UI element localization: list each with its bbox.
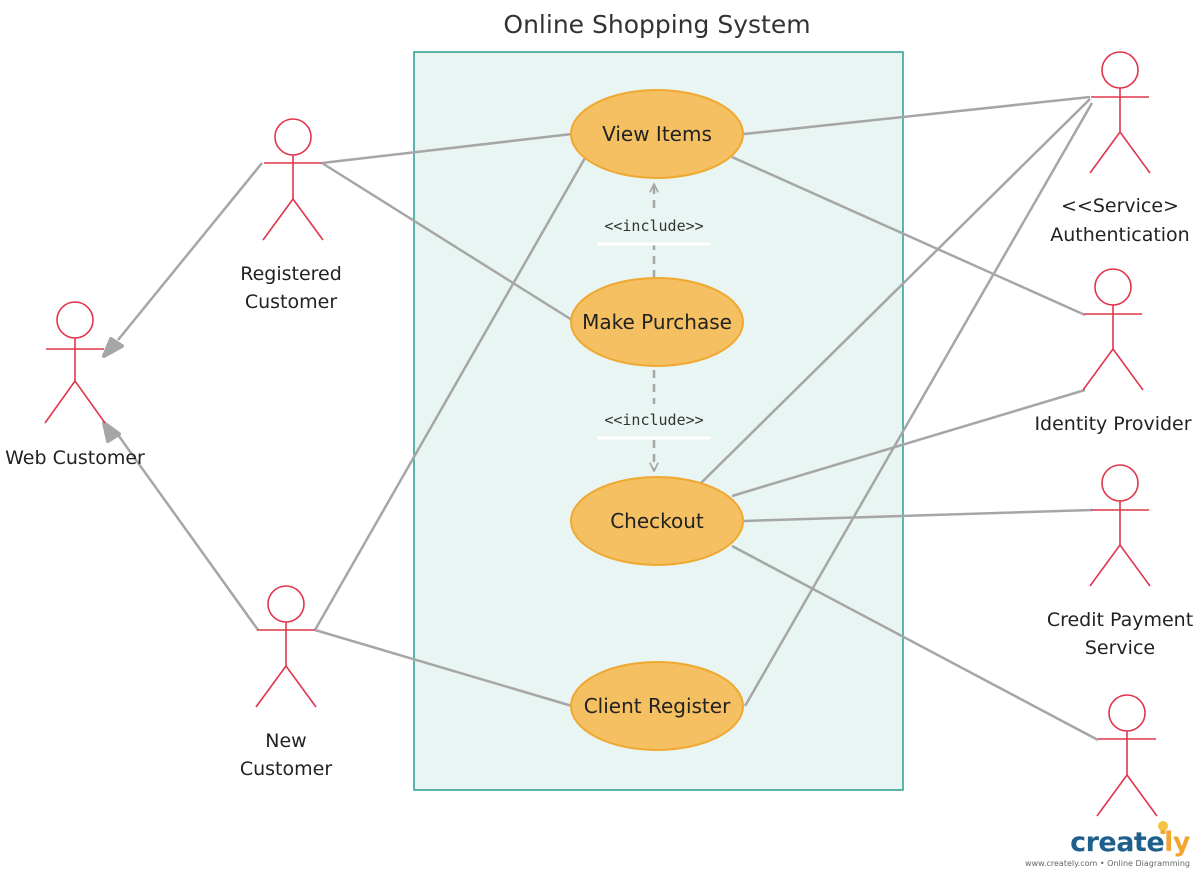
actor-registered-customer[interactable]: [262, 118, 324, 241]
actor-labels: Web Customer Registered Customer New Cus…: [5, 195, 1193, 780]
bulb-icon: [1158, 821, 1168, 834]
use-case-make-purchase[interactable]: Make Purchase: [570, 277, 744, 367]
use-case-label: View Items: [602, 122, 712, 146]
actor-label-web-customer: Web Customer: [5, 447, 145, 469]
actor-label-new-line2: Customer: [240, 758, 332, 780]
stick-figure-icon: [1101, 51, 1139, 89]
gen-registered-web: [117, 162, 263, 341]
actor-label-registered-line2: Customer: [245, 291, 337, 313]
gen-arrowhead-new: [102, 421, 121, 443]
assoc-checkout-unnamed: [731, 544, 1099, 742]
actor-new-customer[interactable]: [255, 585, 317, 708]
actor-label-credit-line2: Service: [1085, 637, 1155, 659]
assoc-registered-make-purchase: [321, 161, 573, 322]
assoc-checkout-credit: [743, 508, 1093, 523]
actor-label-credit-line1: Credit Payment: [1047, 609, 1193, 631]
actor-web-customer[interactable]: [44, 301, 106, 424]
actor-label-registered-line1: Registered: [240, 263, 342, 285]
actor-label-identity-provider: Identity Provider: [1034, 413, 1191, 435]
creately-branding: creately www.creately.com • Online Diagr…: [1025, 828, 1190, 869]
assoc-new-client-register: [314, 628, 573, 708]
diagram-title: Online Shopping System: [503, 10, 810, 39]
creately-tagline: www.creately.com • Online Diagramming: [1025, 859, 1190, 868]
actors: [44, 51, 1158, 817]
generalization-lines: [114, 162, 263, 631]
actor-label-authentication-line2: Authentication: [1050, 224, 1189, 246]
stick-figure-icon: [1094, 268, 1132, 306]
include-view-items: <<include>>: [596, 184, 712, 278]
assoc-view-items-identity: [731, 155, 1086, 317]
include-checkout: <<include>>: [596, 370, 712, 471]
stick-figure-icon: [56, 301, 94, 339]
actor-label-new-line1: New: [265, 730, 306, 752]
gen-new-web: [114, 431, 260, 631]
stick-figure-icon: [1108, 694, 1146, 732]
use-case-view-items[interactable]: View Items: [570, 89, 744, 179]
stick-figure-icon: [1101, 464, 1139, 502]
assoc-checkout-authentication: [699, 98, 1091, 485]
gen-arrowhead-registered: [102, 337, 124, 358]
assoc-view-items-authentication: [743, 95, 1091, 136]
actor-label-authentication-line1: <<Service>: [1061, 195, 1179, 217]
use-case-label: Make Purchase: [582, 310, 732, 334]
use-case-client-register[interactable]: Client Register: [570, 661, 744, 751]
include-label: <<include>>: [604, 411, 703, 429]
actor-unnamed[interactable]: [1096, 694, 1158, 817]
use-case-checkout[interactable]: Checkout: [570, 476, 744, 566]
actor-identity-provider[interactable]: [1082, 268, 1144, 391]
include-label: <<include>>: [604, 217, 703, 235]
creately-logo: creately: [1025, 828, 1190, 858]
stick-figure-icon: [274, 118, 312, 156]
actor-credit-payment-service[interactable]: [1089, 464, 1151, 587]
stick-figure-icon: [267, 585, 305, 623]
assoc-checkout-identity: [731, 388, 1086, 498]
logo-word-accent: ly: [1164, 827, 1190, 858]
use-case-label: Checkout: [610, 509, 704, 533]
logo-word-main: create: [1070, 827, 1165, 858]
association-lines: [313, 95, 1099, 742]
assoc-new-view-items: [313, 157, 587, 631]
assoc-client-register-authentication: [743, 102, 1094, 707]
actor-service-authentication[interactable]: [1089, 51, 1151, 174]
assoc-registered-view-items: [321, 132, 573, 165]
use-case-label: Client Register: [584, 694, 731, 718]
